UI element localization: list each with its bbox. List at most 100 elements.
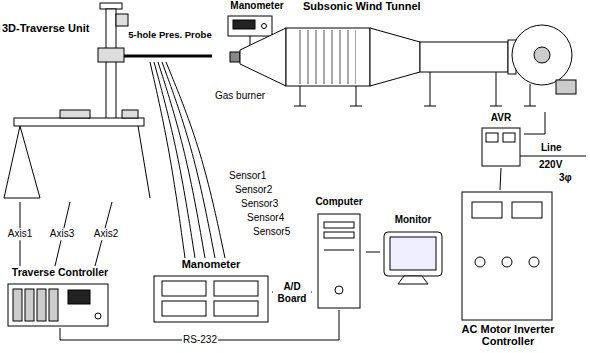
traverse-unit: 3D-Traverse Unit	[2, 22, 116, 202]
computer-tower	[324, 250, 354, 251]
connector-label: Sensor4	[246, 212, 285, 224]
traverse-unit	[116, 14, 128, 26]
computer-tower	[318, 214, 360, 308]
inverter-device	[462, 192, 552, 320]
part-label: 220V	[538, 159, 563, 171]
connector	[500, 168, 501, 190]
computer: Computer	[312, 196, 366, 310]
manometer-device	[214, 301, 258, 316]
wind-tunnel	[286, 28, 370, 86]
node-label: Traverse Controller	[12, 266, 108, 278]
wind-tunnel	[370, 28, 420, 86]
node-label: Monitor	[395, 214, 432, 226]
traverse-controller-device	[13, 289, 22, 321]
monitor-device	[384, 232, 442, 284]
connector-label: Axis1	[7, 228, 33, 240]
connector-label: Sensor5	[252, 226, 291, 238]
traverse-controller-device	[68, 290, 90, 304]
traverse-controller-device	[8, 284, 108, 326]
avr-device	[482, 128, 520, 166]
node-label: AVR	[491, 112, 511, 124]
connector-label: Sensor2	[234, 184, 273, 196]
wind-tunnel	[240, 28, 286, 86]
traverse-unit	[4, 126, 20, 198]
connector	[366, 252, 380, 253]
manometer-device	[162, 281, 206, 296]
connector	[162, 62, 215, 258]
traverse-unit	[106, 9, 116, 120]
node-label: AC Motor Inverter Controller	[452, 323, 564, 348]
manometer-device	[214, 281, 258, 296]
part-label: 3φ	[558, 172, 573, 184]
connector-label: Axis2	[93, 228, 119, 240]
avr-device	[520, 156, 586, 157]
traverse-unit	[100, 3, 122, 9]
node-label: 5-hole Pres. Probe	[128, 30, 211, 41]
gas-burner	[230, 52, 240, 62]
wind-tunnel	[300, 72, 530, 106]
connector-label: RS-232	[182, 334, 218, 346]
connector-label: Sensor3	[240, 198, 279, 210]
connector	[524, 112, 545, 134]
connector-label: A/D Board	[273, 281, 311, 304]
wind-tunnel	[420, 42, 508, 72]
avr-device	[503, 133, 515, 142]
connector-label: Sensor1	[228, 170, 267, 182]
inverter-device	[502, 257, 512, 267]
wind-tunnel	[534, 47, 550, 63]
traverse-controller-device	[25, 289, 34, 321]
manometer-device	[162, 301, 206, 316]
monitor-device	[390, 237, 436, 270]
traverse-unit	[122, 110, 138, 118]
manometer-device	[154, 276, 268, 322]
computer-tower	[324, 222, 354, 228]
connector	[154, 62, 195, 258]
part-label: Gas burner	[214, 90, 266, 102]
node-label: Subsonic Wind Tunnel	[303, 0, 421, 13]
manometer-device	[154, 276, 268, 322]
top-manometer	[262, 24, 267, 29]
node-label: Computer	[315, 196, 362, 208]
traverse-unit	[4, 198, 40, 199]
traverse-controller: Traverse Controller	[4, 266, 116, 328]
wind-tunnel	[556, 80, 576, 94]
top-manometer	[233, 20, 255, 29]
probe: 5-hole Pres. Probe	[118, 30, 222, 62]
wind-tunnel	[296, 30, 356, 84]
wind-tunnel	[512, 25, 572, 85]
inverter-device	[475, 257, 485, 267]
traverse-unit	[14, 118, 144, 126]
avr: AVR	[478, 112, 524, 168]
manometer: Manometer	[224, 0, 290, 40]
traverse-unit	[98, 48, 124, 62]
connector	[158, 62, 205, 258]
connector-label: Axis3	[49, 228, 75, 240]
part-label: Line	[540, 142, 563, 154]
wind-tunnel	[294, 106, 536, 107]
computer-tower	[318, 214, 360, 308]
top-manometer	[228, 16, 272, 36]
inverter-device	[462, 192, 552, 320]
manometer: Manometer	[150, 258, 272, 324]
node-label: 3D-Traverse Unit	[2, 22, 89, 35]
inverter-device	[529, 257, 539, 267]
node-label: Manometer	[182, 258, 241, 271]
traverse-controller-device	[37, 289, 46, 321]
inverter-device	[512, 202, 542, 218]
computer-tower	[335, 286, 343, 294]
traverse-unit	[60, 110, 90, 118]
wind-tunnel	[230, 25, 576, 106]
traverse-controller-device	[8, 284, 108, 326]
traverse-unit	[138, 126, 150, 198]
wind-tunnel: Subsonic Wind Tunnel	[285, 0, 580, 112]
traverse-unit	[124, 55, 212, 58]
computer-tower	[324, 232, 354, 238]
node-label: Manometer	[230, 0, 283, 12]
avr-device	[486, 133, 498, 142]
monitor-device	[398, 276, 428, 284]
inverter-controller: AC Motor Inverter Controller	[452, 190, 564, 348]
traverse-controller-device	[95, 313, 101, 319]
inverter-device	[472, 202, 502, 218]
traverse-controller-device	[49, 289, 58, 321]
